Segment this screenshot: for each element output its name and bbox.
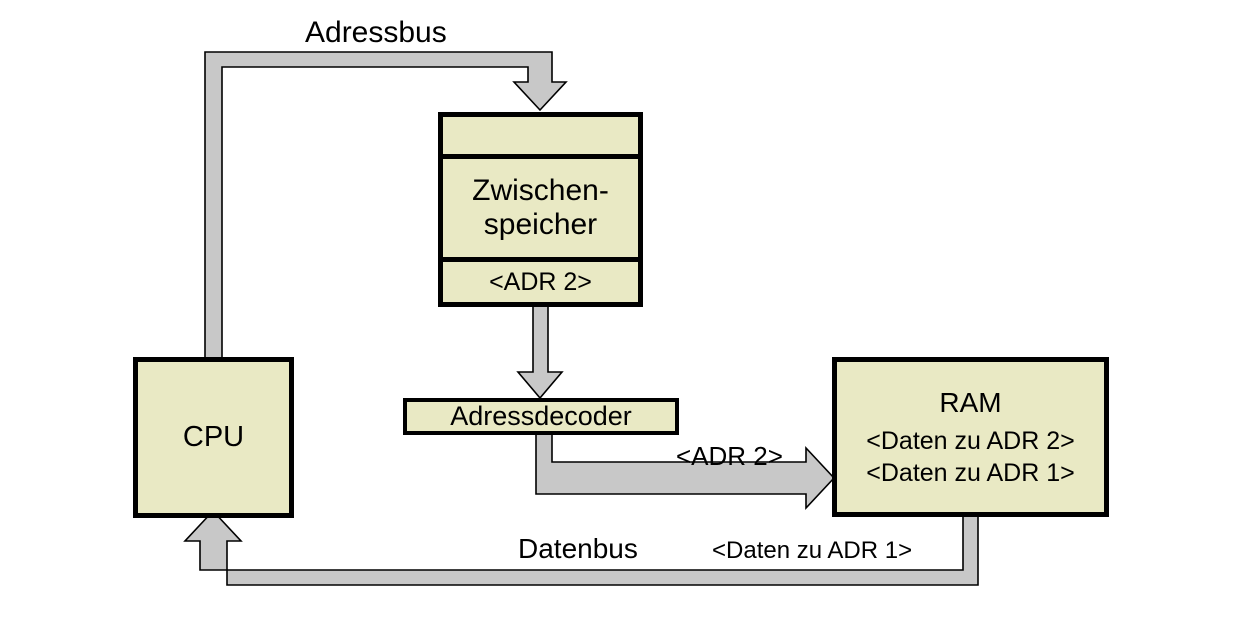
zwischenspeicher-value-cell: <ADR 2> [443,262,638,302]
zwischenspeicher-empty-cell [443,117,638,159]
zwischenspeicher-name-cell: Zwischen- speicher [443,159,638,262]
node-cpu[interactable]: CPU [133,357,294,518]
node-adressdecoder[interactable]: Adressdecoder [403,398,679,435]
label-adressbus: Adressbus [305,16,447,49]
ram-title: RAM [939,386,1002,418]
adressdecoder-label: Adressdecoder [450,401,632,432]
node-zwischenspeicher[interactable]: Zwischen- speicher <ADR 2> [438,112,643,307]
label-adr2-on-wire: <ADR 2> [676,441,783,471]
label-datenbus: Datenbus [518,533,638,564]
ram-row-1: <Daten zu ADR 2> [866,427,1075,456]
node-ram[interactable]: RAM <Daten zu ADR 2> <Daten zu ADR 1> [832,357,1109,517]
zwischenspeicher-value: <ADR 2> [489,268,592,296]
zwischenspeicher-label: Zwischen- speicher [472,174,609,241]
connector-adressdecoder-ram [535,433,836,511]
cpu-label: CPU [182,421,245,454]
label-daten-zu-adr1: <Daten zu ADR 1> [712,537,913,564]
ram-row-2: <Daten zu ADR 1> [866,459,1075,488]
connector-adressbus [204,51,568,361]
connector-zwischenspeicher-adressdecoder [516,305,564,400]
connector-datenbus [183,509,979,586]
